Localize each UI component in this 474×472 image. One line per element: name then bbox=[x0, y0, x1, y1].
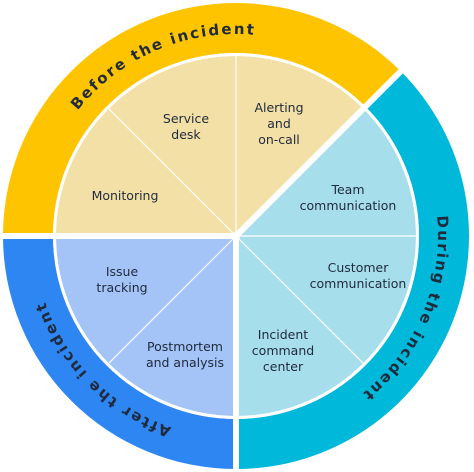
segment-divider-3 bbox=[235, 235, 364, 364]
inner-during bbox=[236, 108, 416, 417]
segment-divider-4 bbox=[108, 235, 237, 364]
ring-before bbox=[3, 2, 401, 237]
segment-label-before-0: Monitoring bbox=[92, 188, 159, 203]
outer-ring bbox=[3, 2, 470, 470]
inner-before bbox=[56, 55, 364, 237]
ring-during bbox=[236, 71, 470, 470]
ring-gap bbox=[53, 53, 419, 419]
segment-dividers bbox=[1, 53, 419, 471]
ring-after bbox=[3, 236, 236, 469]
segment-divider-1 bbox=[108, 108, 237, 237]
center-dot bbox=[232, 232, 240, 240]
phase-divider-0 bbox=[233, 67, 405, 239]
